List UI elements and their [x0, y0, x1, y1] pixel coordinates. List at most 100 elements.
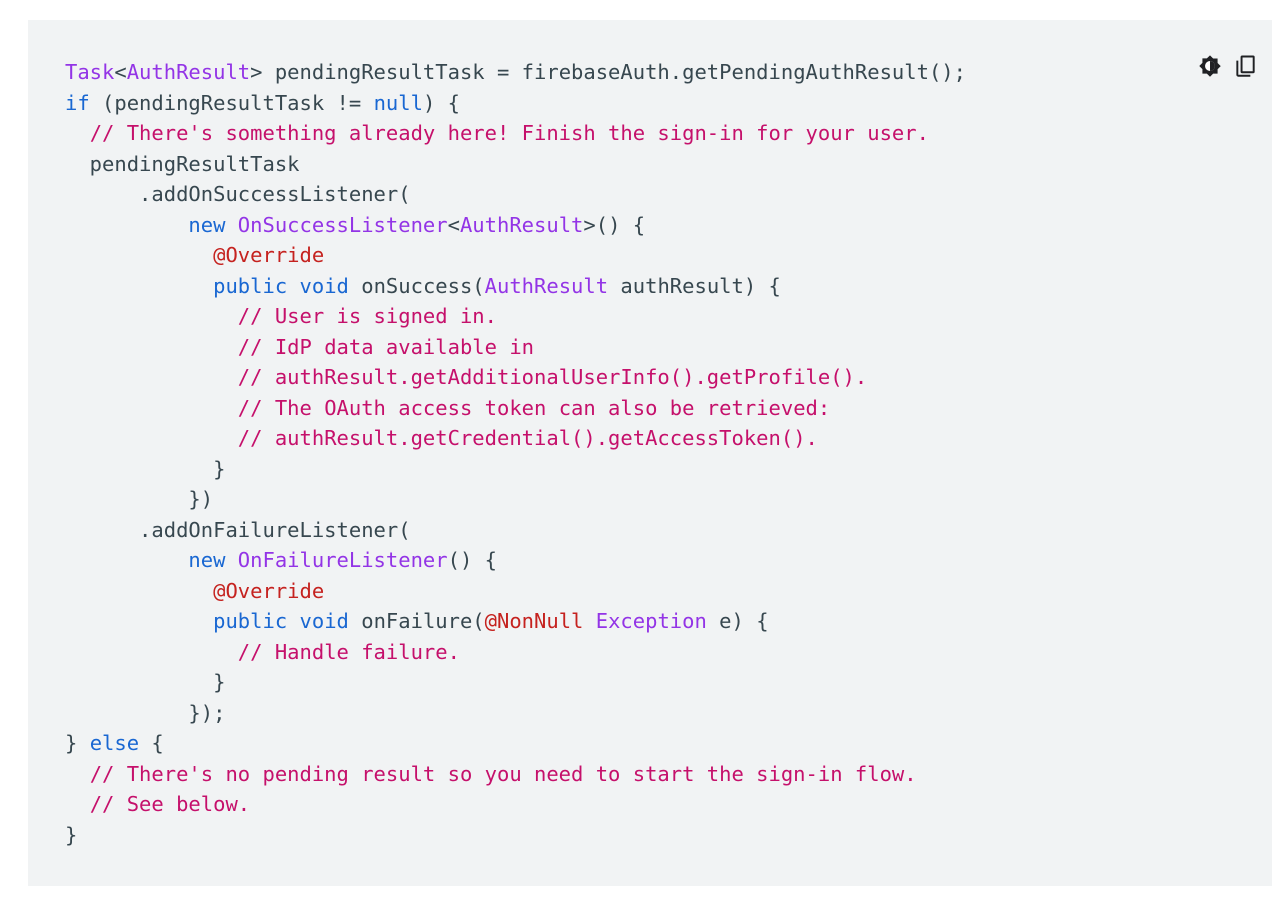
code-keyword-token: public — [213, 609, 288, 633]
code-plain-token — [287, 274, 299, 298]
code-plain-token: onSuccess( — [348, 273, 485, 298]
code-plain-token — [65, 548, 188, 572]
code-keyword-token: public — [213, 273, 288, 298]
code-plain-token: < — [114, 60, 127, 84]
code-comment-token: // There's no pending result so you need… — [89, 761, 917, 786]
code-text: Task<AuthResult> pendingResultTask = fir… — [65, 57, 966, 850]
code-line: .addOnSuccessListener( — [65, 179, 966, 210]
code-line: // There's no pending result so you need… — [65, 759, 966, 790]
code-plain-token — [65, 213, 188, 237]
code-line: } — [65, 454, 966, 485]
code-line: .addOnFailureListener( — [65, 515, 966, 546]
copy-icon — [1236, 55, 1255, 77]
code-line: }) — [65, 484, 966, 515]
code-plain-token — [65, 304, 238, 328]
code-type-token: OnFailureListener — [237, 548, 448, 572]
code-plain-token — [65, 335, 238, 359]
code-line: // The OAuth access token can also be re… — [65, 393, 966, 424]
contrast-icon — [1199, 55, 1221, 77]
code-plain-token: ) { — [422, 90, 460, 115]
code-type-token: Task — [65, 60, 115, 84]
code-plain-token: e) { — [706, 609, 769, 633]
code-line: // Handle failure. — [65, 637, 966, 668]
code-keyword-token: void — [299, 273, 349, 298]
code-plain-token: () { — [447, 548, 497, 572]
code-line: // There's something already here! Finis… — [65, 118, 966, 149]
code-plain-token: .addOnFailureListener( — [65, 517, 411, 542]
code-keyword-token: void — [299, 609, 349, 633]
code-plain-token: } — [65, 456, 226, 481]
code-line: new OnFailureListener() { — [65, 545, 966, 576]
code-plain-token: }) — [65, 487, 214, 511]
code-comment-token: // See below. — [89, 792, 251, 816]
code-plain-token — [65, 579, 213, 603]
code-line: // See below. — [65, 789, 966, 820]
code-line: // IdP data available in — [65, 332, 966, 363]
code-plain-token — [287, 609, 299, 633]
code-keyword-token: else — [89, 731, 140, 755]
code-plain-token — [65, 274, 213, 298]
code-line: } else { — [65, 728, 966, 759]
code-plain-token: onFailure( — [348, 609, 485, 633]
code-plain-token — [225, 213, 237, 237]
code-plain-token — [65, 609, 213, 633]
code-plain-token — [65, 121, 90, 145]
code-comment-token: // There's something already here! Finis… — [89, 121, 929, 145]
code-plain-token: } — [65, 822, 78, 847]
code-plain-token: (pendingResultTask != — [89, 90, 374, 115]
code-annotation-token: @NonNull — [484, 609, 584, 633]
code-line: new OnSuccessListener<AuthResult>() { — [65, 210, 966, 241]
code-comment-token: // Handle failure. — [237, 639, 460, 664]
code-type-token: AuthResult — [459, 212, 584, 237]
code-plain-token — [65, 365, 238, 389]
code-line: // User is signed in. — [65, 301, 966, 332]
code-type-token: Exception — [595, 609, 707, 633]
code-plain-token — [583, 609, 595, 633]
theme-toggle-button[interactable] — [1192, 48, 1228, 84]
code-plain-token: { — [139, 731, 164, 755]
code-line: @Override — [65, 576, 966, 607]
code-plain-token: }); — [65, 700, 226, 725]
code-type-token: AuthResult — [126, 60, 251, 84]
code-line: } — [65, 820, 966, 851]
code-comment-token: // The OAuth access token can also be re… — [237, 395, 831, 420]
code-plain-token: } — [65, 731, 90, 755]
code-comment-token: // authResult.getCredential().getAccessT… — [237, 426, 818, 450]
code-plain-token — [65, 640, 238, 664]
code-plain-token — [65, 426, 238, 450]
code-annotation-token: @Override — [213, 578, 325, 603]
code-comment-token: // IdP data available in — [237, 334, 535, 359]
code-plain-token: < — [447, 212, 460, 237]
code-plain-token — [65, 396, 238, 420]
code-toolbar — [1192, 48, 1264, 84]
code-keyword-token: null — [373, 90, 423, 115]
code-type-token: AuthResult — [484, 273, 609, 298]
copy-button[interactable] — [1228, 48, 1264, 84]
code-plain-token — [225, 548, 237, 572]
code-line: // authResult.getCredential().getAccessT… — [65, 423, 966, 454]
code-keyword-token: new — [188, 212, 226, 237]
code-line: pendingResultTask — [65, 149, 966, 180]
code-plain-token: > pendingResultTask = firebaseAuth.getPe… — [250, 60, 966, 84]
code-line: // authResult.getAdditionalUserInfo().ge… — [65, 362, 966, 393]
code-plain-token: >() { — [583, 212, 646, 237]
code-plain-token — [65, 792, 90, 816]
code-keyword-token: if — [65, 90, 90, 115]
code-comment-token: // authResult.getAdditionalUserInfo().ge… — [237, 365, 868, 389]
code-type-token: OnSuccessListener — [237, 212, 448, 237]
code-line: Task<AuthResult> pendingResultTask = fir… — [65, 57, 966, 88]
code-plain-token: authResult) { — [608, 273, 781, 298]
code-plain-token: pendingResultTask — [65, 151, 300, 176]
code-keyword-token: new — [188, 548, 226, 572]
code-plain-token — [65, 243, 213, 267]
code-line: public void onFailure(@NonNull Exception… — [65, 606, 966, 637]
code-annotation-token: @Override — [213, 243, 325, 267]
code-line: @Override — [65, 240, 966, 271]
code-line: }); — [65, 698, 966, 729]
code-plain-token: } — [65, 670, 226, 694]
code-plain-token — [65, 762, 90, 786]
code-line: public void onSuccess(AuthResult authRes… — [65, 271, 966, 302]
code-plain-token: .addOnSuccessListener( — [65, 182, 411, 206]
code-line: if (pendingResultTask != null) { — [65, 88, 966, 119]
code-block: Task<AuthResult> pendingResultTask = fir… — [28, 20, 1272, 886]
